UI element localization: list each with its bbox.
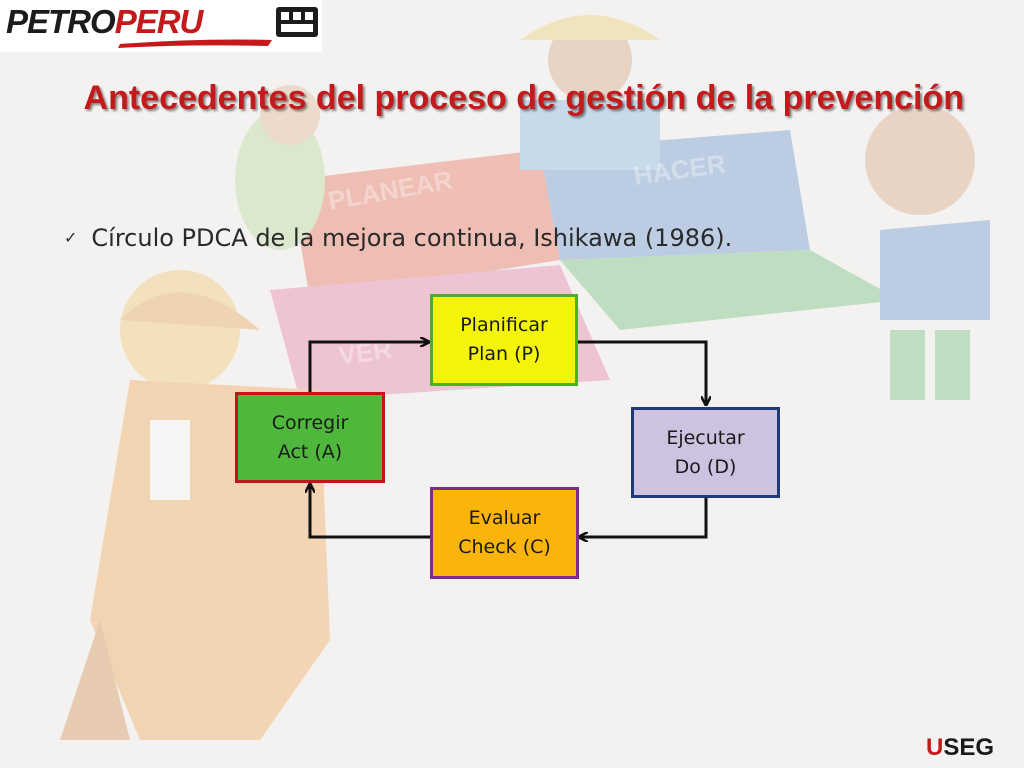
checkmark-icon: ✓ xyxy=(64,228,78,247)
node-do-line2: Do (D) xyxy=(674,455,737,478)
edge-check-to-act xyxy=(310,485,430,539)
node-plan-line2: Plan (P) xyxy=(467,343,541,365)
petroperu-logo: PETROPERU xyxy=(0,0,322,52)
logo-text: PETROPERU xyxy=(6,3,204,41)
footer-rest: SEG xyxy=(943,734,994,761)
node-plan: Planificar Plan (P) xyxy=(430,294,578,386)
node-plan-line1: Planificar xyxy=(460,314,548,336)
node-act-line2: Act (A) xyxy=(277,440,343,463)
bg-label-ver: VER xyxy=(337,334,394,371)
logo-brand-part1: PETRO xyxy=(6,3,116,40)
edge-act-to-plan xyxy=(308,342,428,394)
node-check-line2: Check (C) xyxy=(458,536,551,558)
bullet-item: ✓ Círculo PDCA de la mejora continua, Ish… xyxy=(64,224,732,252)
logo-brand-part2: PERU xyxy=(114,3,204,40)
slide-title: Antecedentes del proceso de gestión de l… xyxy=(83,79,964,117)
useg-footer-logo: USEG xyxy=(926,734,994,762)
logo-swoosh-icon xyxy=(118,39,272,48)
node-act: Corregir Act (A) xyxy=(235,392,385,483)
edge-do-to-check xyxy=(580,497,708,537)
bullet-text: Círculo PDCA de la mejora continua, Ishi… xyxy=(91,224,733,252)
node-check: Evaluar Check (C) xyxy=(430,487,579,579)
node-do-line1: Ejecutar xyxy=(666,426,745,449)
edge-plan-to-do xyxy=(578,340,706,404)
node-act-line1: Corregir xyxy=(271,411,349,434)
footer-first-letter: U xyxy=(925,734,944,761)
petroperu-emblem-icon xyxy=(276,7,318,37)
node-do: Ejecutar Do (D) xyxy=(631,407,780,498)
node-check-line1: Evaluar xyxy=(468,507,541,529)
